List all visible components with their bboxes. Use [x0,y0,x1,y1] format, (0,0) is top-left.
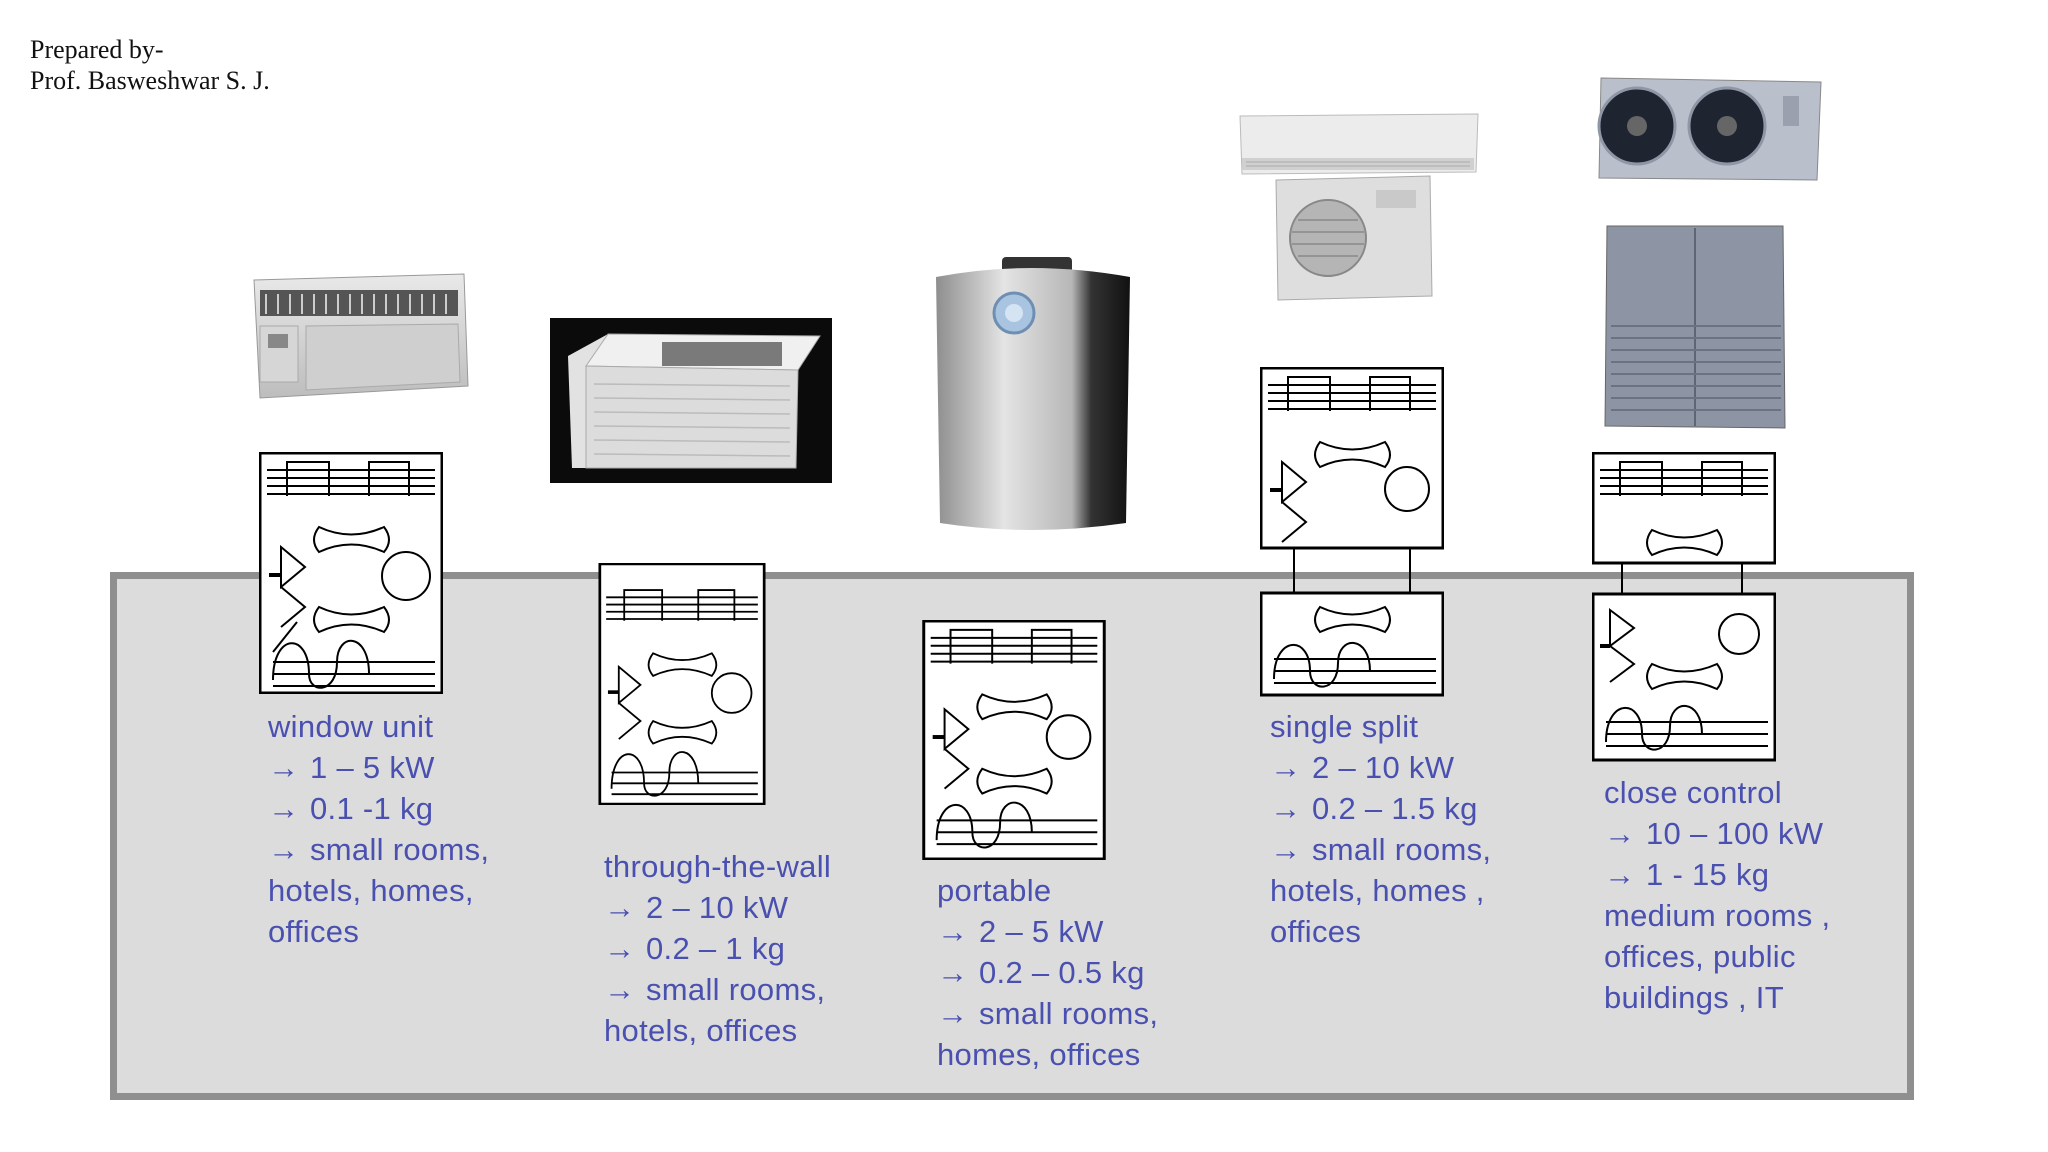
unit-name: portable [937,873,1052,908]
unit-application-cont: hotels, offices [604,1013,798,1048]
right-arrow-icon: → [1270,832,1302,867]
portable-description: portable → 2 – 5 kW → 0.2 – 0.5 kg → small … [937,870,1158,1075]
single-split-description: single split → 2 – 10 kW → 0.2 – 1.5 kg → s… [1270,706,1491,952]
unit-application: small rooms, [310,832,490,867]
right-arrow-icon: → [1604,857,1636,892]
unit-application-cont: homes, offices [937,1037,1141,1072]
right-arrow-icon: → [604,931,636,966]
unit-application-cont: offices [268,914,360,949]
unit-capacity: 2 – 10 kW [1312,750,1455,785]
close-control-description: close control → 10 – 100 kW → 1 - 15 kg me… [1604,772,1830,1018]
unit-capacity: 2 – 5 kW [979,914,1104,949]
unit-application-cont: buildings , IT [1604,980,1784,1015]
unit-application: small rooms, [979,996,1159,1031]
unit-application-cont: hotels, homes , [1270,873,1485,908]
unit-application-cont: hotels, homes, [268,873,474,908]
window-ac-unit-image [246,268,474,403]
close-control-schematic [1592,452,1776,762]
right-arrow-icon: → [268,791,300,826]
author-credit: Prepared by- Prof. Basweshwar S. J. [30,34,270,96]
unit-charge: 0.1 -1 kg [310,791,434,826]
single-split-schematic [1260,367,1444,697]
unit-charge: 0.2 – 1.5 kg [1312,791,1478,826]
unit-application: small rooms, [1312,832,1492,867]
through-wall-description: through-the-wall →2 – 10 kW →0.2 – 1 kg … [604,846,831,1051]
unit-charge: 1 - 15 kg [1646,857,1770,892]
unit-name: through-the-wall [604,849,832,884]
unit-capacity: 10 – 100 kW [1646,816,1824,851]
unit-charge: 0.2 – 1 kg [646,931,786,966]
right-arrow-icon: → [1270,750,1302,785]
right-arrow-icon: → [937,914,969,949]
split-ac-unit-image [1236,110,1482,305]
unit-capacity: 1 – 5 kW [310,750,435,785]
close-control-ac-unit-image [1595,76,1825,431]
right-arrow-icon: → [268,832,300,867]
unit-name: close control [1604,775,1782,810]
right-arrow-icon: → [268,750,300,785]
unit-name: single split [1270,709,1419,744]
right-arrow-icon: → [1270,791,1302,826]
unit-application: small rooms, [646,972,826,1007]
right-arrow-icon: → [937,996,969,1031]
unit-capacity: 2 – 10 kW [646,890,789,925]
credit-line-2: Prof. Basweshwar S. J. [30,66,270,95]
window-unit-description: window unit → 1 – 5 kW → 0.1 -1 kg → small … [268,706,489,952]
right-arrow-icon: → [937,955,969,990]
right-arrow-icon: → [1604,816,1636,851]
credit-line-1: Prepared by- [30,35,164,64]
right-arrow-icon: → [604,890,636,925]
window-unit-schematic [259,452,443,694]
through-wall-unit-schematic [590,563,774,805]
unit-application-cont: offices, public [1604,939,1796,974]
portable-unit-schematic [922,620,1106,860]
unit-application-cont: offices [1270,914,1362,949]
unit-application: medium rooms , [1604,898,1831,933]
portable-ac-unit-image [930,255,1135,535]
right-arrow-icon: → [604,972,636,1007]
unit-charge: 0.2 – 0.5 kg [979,955,1145,990]
through-wall-ac-unit-image [550,318,832,483]
unit-name: window unit [268,709,434,744]
